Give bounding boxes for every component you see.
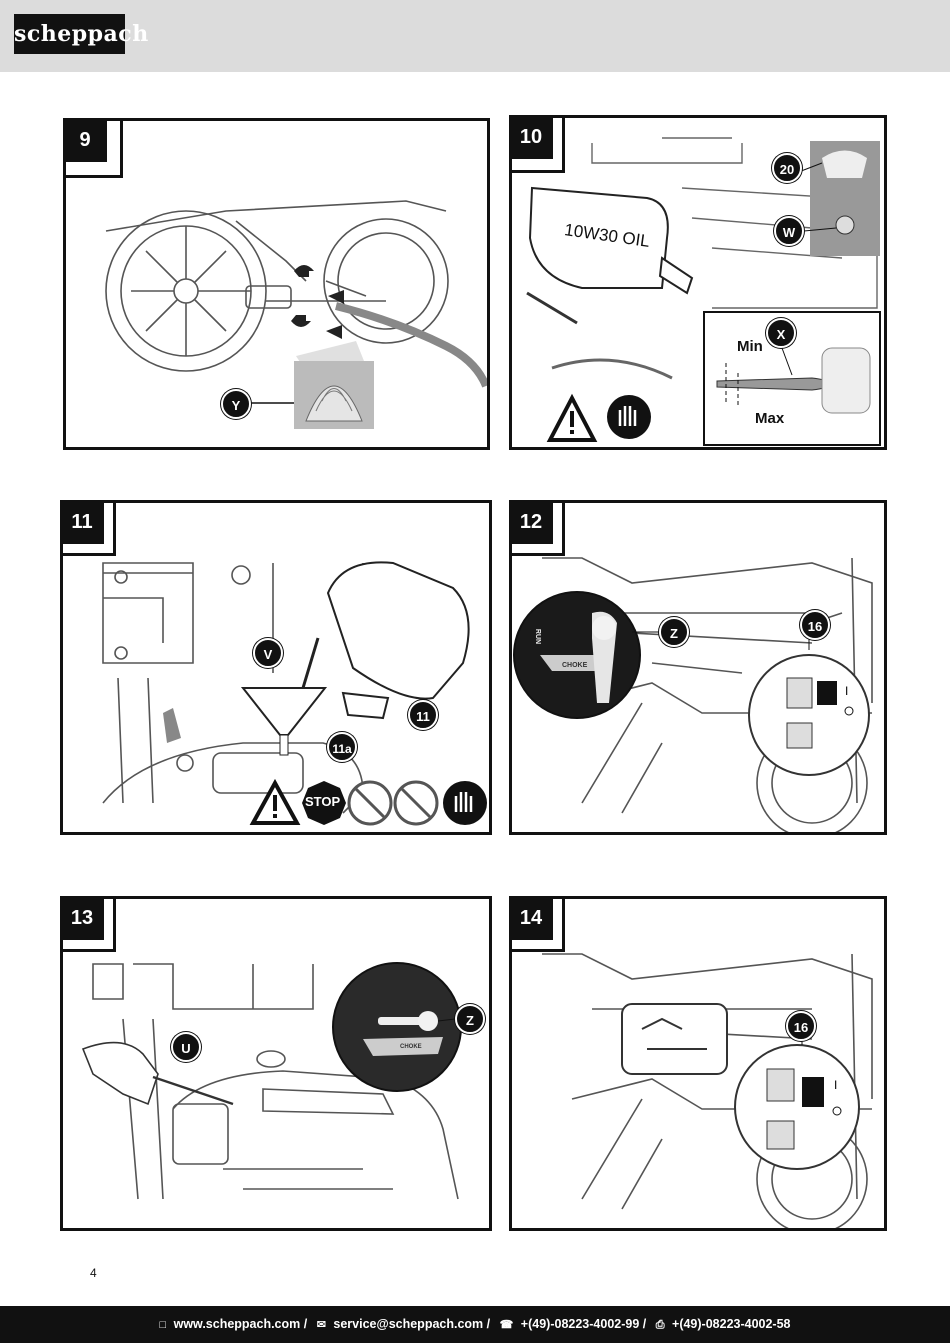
- fuel-refill-illustration: [102, 561, 487, 826]
- footer-phone: +(49)-08223-4002-99 /: [520, 1317, 647, 1331]
- figure-panel-10: 10 10W30 OIL 20 W X Min Max: [509, 115, 887, 450]
- brand-logo: scheppach: [14, 14, 148, 54]
- figure-number: 13: [63, 899, 104, 940]
- run-label: RUN: [534, 628, 542, 645]
- phone-icon: ☎: [499, 1319, 514, 1331]
- figure-number: 9: [66, 121, 107, 162]
- callout-16: 16: [786, 1011, 816, 1041]
- figure-number: 12: [512, 503, 553, 544]
- callout-z: Z: [659, 617, 689, 647]
- figure-number: 14: [512, 899, 553, 940]
- computer-icon: □: [159, 1319, 167, 1331]
- choke-switch-illustration: I: [513, 557, 873, 832]
- footer-email[interactable]: service@scheppach.com /: [333, 1317, 491, 1331]
- figure-panel-14: 14 I 16: [509, 896, 887, 1231]
- callout-z: Z: [455, 1004, 485, 1034]
- choke-label: CHOKE: [562, 662, 588, 669]
- callout-v: V: [253, 638, 283, 668]
- engine-switch-illustration: I: [542, 953, 873, 1228]
- stop-sign-text: STOP: [305, 794, 341, 809]
- svg-text:I: I: [845, 684, 848, 698]
- figure-number: 11: [63, 503, 104, 544]
- callout-20: 20: [772, 153, 802, 183]
- callout-16: 16: [800, 610, 830, 640]
- oil-refill-illustration: [526, 137, 881, 446]
- page-number: 4: [90, 1266, 97, 1280]
- callout-w: W: [774, 216, 804, 246]
- dipstick-min-label: Min: [737, 338, 763, 355]
- recoil-start-illustration: [81, 962, 462, 1200]
- footer-contact-bar: □ www.scheppach.com / ✉ service@scheppac…: [0, 1306, 950, 1343]
- header-band: scheppach: [0, 0, 950, 72]
- figure-number: 10: [512, 118, 553, 159]
- figure-panel-13: 13 CHOKE U Z: [60, 896, 492, 1231]
- email-icon: ✉: [316, 1319, 326, 1331]
- figure-panel-11: 11 STOP V 11 11a: [60, 500, 492, 835]
- footer-website[interactable]: www.scheppach.com /: [173, 1317, 308, 1331]
- figure-panel-12: 12 I CHOKE RUN Z 16: [509, 500, 887, 835]
- figure-panel-9: 9 Y: [63, 118, 490, 450]
- pressure-washer-wheel-hose-illustration: [105, 200, 487, 429]
- footer-fax: +(49)-08223-4002-58: [672, 1317, 791, 1331]
- callout-y: Y: [221, 389, 251, 419]
- dipstick-max-label: Max: [755, 410, 785, 427]
- callout-11a: 11a: [327, 732, 357, 762]
- callout-11: 11: [408, 700, 438, 730]
- choke-label: CHOKE: [400, 1044, 422, 1050]
- svg-text:I: I: [834, 1078, 837, 1092]
- callout-u: U: [171, 1032, 201, 1062]
- callout-x: X: [766, 318, 796, 348]
- fax-icon: ⎙: [655, 1319, 665, 1331]
